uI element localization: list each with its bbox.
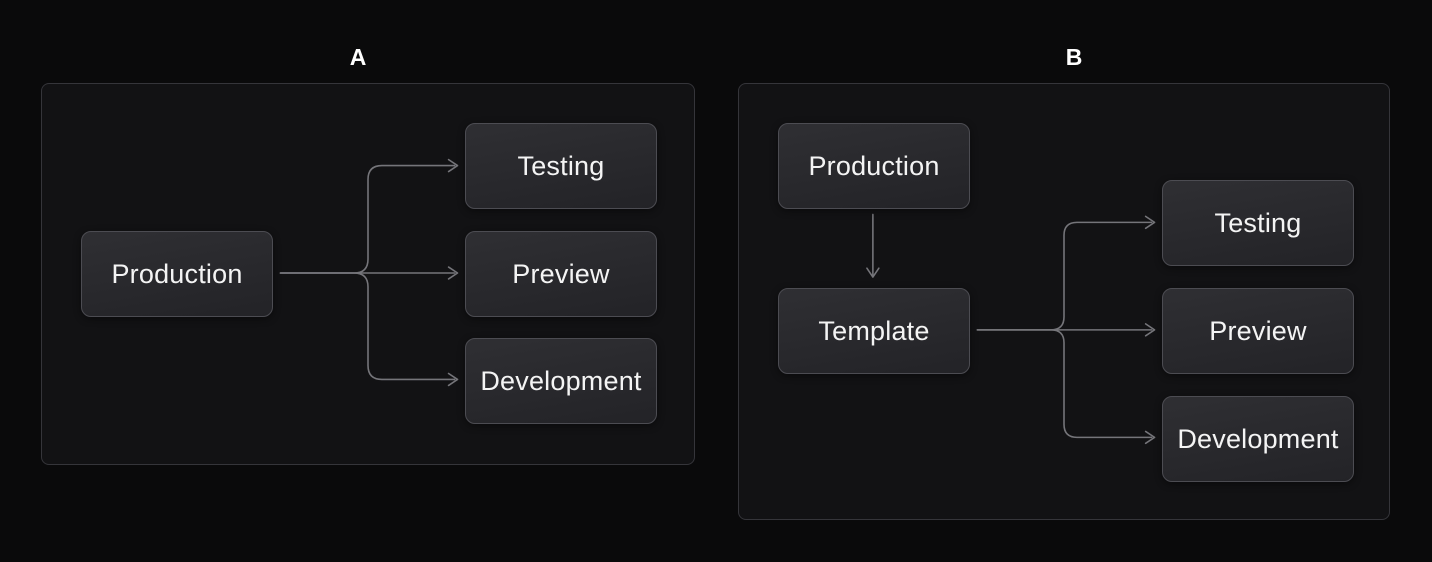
arrowhead-production-testing: [447, 158, 459, 173]
diagram-a-title: A: [349, 44, 367, 70]
node-label: Preview: [1209, 315, 1307, 346]
diagram-b-title: B: [1065, 44, 1083, 70]
node-production-a: Production: [81, 231, 273, 317]
arrowhead-template-preview: [1144, 323, 1156, 337]
edges-layer-b: [866, 213, 1156, 445]
node-label: Production: [808, 150, 940, 181]
node-template-b: Template: [778, 288, 970, 374]
node-preview-a: Preview: [465, 231, 657, 317]
edge-production-development-line: [279, 272, 456, 381]
node-testing-b: Testing: [1162, 180, 1354, 266]
node-development-b: Development: [1162, 396, 1354, 482]
panel-b: Production Template Testing Preview Deve…: [738, 83, 1390, 520]
node-label: Template: [818, 315, 930, 346]
node-production-b: Production: [778, 123, 970, 209]
arrowhead-template-development: [1144, 430, 1156, 445]
arrowhead-template-testing: [1144, 215, 1156, 230]
node-label: Development: [480, 365, 642, 396]
edge-template-testing-line: [976, 221, 1153, 331]
arrowhead-production-development: [447, 372, 459, 387]
edges-layer-a: [279, 158, 459, 387]
node-testing-a: Testing: [465, 123, 657, 209]
edge-production-testing-line: [279, 164, 456, 274]
node-preview-b: Preview: [1162, 288, 1354, 374]
node-label: Development: [1177, 423, 1339, 454]
arrowhead-production-preview: [447, 266, 459, 280]
node-label: Preview: [512, 258, 610, 289]
node-label: Testing: [517, 150, 605, 181]
node-label: Testing: [1214, 207, 1302, 238]
node-label: Production: [111, 258, 243, 289]
arrowhead-production-template: [866, 267, 880, 278]
panel-a: Production Testing Preview Development: [41, 83, 695, 465]
node-development-a: Development: [465, 338, 657, 424]
edge-template-development-line: [976, 329, 1153, 439]
